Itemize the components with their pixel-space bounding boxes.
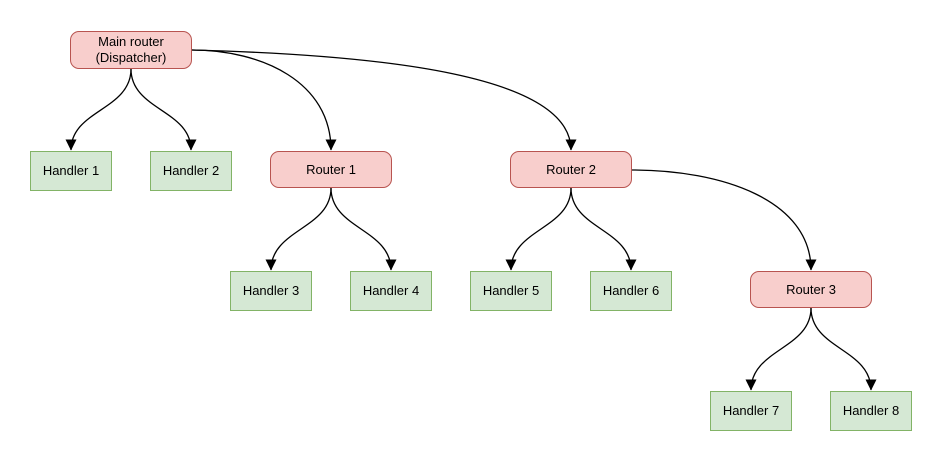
node-handler-3: Handler 3 <box>230 271 312 311</box>
node-handler-5-label: Handler 5 <box>482 283 540 298</box>
node-handler-2-label: Handler 2 <box>162 163 220 178</box>
node-handler-6-label: Handler 6 <box>602 283 660 298</box>
edge-router-3-to-handler-7 <box>745 307 812 391</box>
node-handler-4-label: Handler 4 <box>362 283 420 298</box>
node-handler-1: Handler 1 <box>30 151 112 191</box>
node-handler-7-label: Handler 7 <box>722 403 780 418</box>
edge-router-2-to-handler-5 <box>505 187 572 271</box>
node-router-2: Router 2 <box>510 151 632 188</box>
node-handler-2: Handler 2 <box>150 151 232 191</box>
node-handler-6: Handler 6 <box>590 271 672 311</box>
node-router-3: Router 3 <box>750 271 872 308</box>
edge-router-1-to-handler-4 <box>330 187 397 271</box>
edge-main-router-to-handler-1 <box>65 68 132 151</box>
edge-main-router-to-router-2 <box>191 49 577 151</box>
node-handler-7: Handler 7 <box>710 391 792 431</box>
node-main-router-label: Main router (Dispatcher) <box>95 34 167 65</box>
node-router-1-label: Router 1 <box>306 161 356 177</box>
edge-main-router-to-handler-2 <box>130 68 197 151</box>
edge-router-2-to-handler-6 <box>570 187 637 271</box>
node-handler-8: Handler 8 <box>830 391 912 431</box>
node-router-2-label: Router 2 <box>546 161 596 177</box>
node-main-router: Main router (Dispatcher) <box>70 31 192 69</box>
edge-router-3-to-handler-8 <box>810 307 877 391</box>
node-handler-8-label: Handler 8 <box>842 403 900 418</box>
node-router-3-label: Router 3 <box>786 281 836 297</box>
node-handler-3-label: Handler 3 <box>242 283 300 298</box>
node-router-1: Router 1 <box>270 151 392 188</box>
edge-router-1-to-handler-3 <box>265 187 332 271</box>
edge-router-2-to-router-3 <box>631 169 817 271</box>
node-handler-4: Handler 4 <box>350 271 432 311</box>
node-handler-1-label: Handler 1 <box>42 163 100 178</box>
node-handler-5: Handler 5 <box>470 271 552 311</box>
edge-main-router-to-router-1 <box>191 49 337 151</box>
